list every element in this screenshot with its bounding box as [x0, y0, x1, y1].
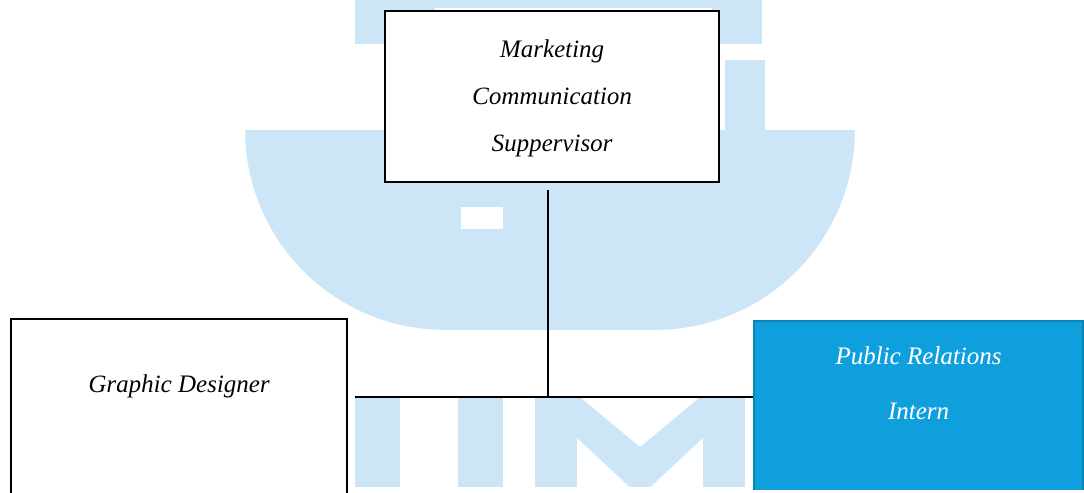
watermark-letter-u-right: [458, 398, 503, 487]
watermark-letter-u-left: [355, 398, 400, 487]
node-label-line: Marketing: [499, 36, 605, 63]
node-public-relations-intern: Public Relations Intern: [753, 320, 1084, 490]
connector-vertical: [547, 190, 549, 397]
node-marketing-communication-supervisor: Marketing Communication Suppervisor: [384, 10, 720, 183]
watermark-block-right: [725, 60, 765, 140]
node-label-line: Graphic Designer: [88, 371, 270, 398]
connector-horizontal: [355, 396, 755, 398]
node-label-line: Public Relations: [835, 343, 1002, 370]
node-label-line: Communication: [472, 83, 632, 110]
node-label-line: Suppervisor: [491, 130, 613, 157]
watermark-block-top-right: [712, 0, 762, 44]
node-graphic-designer: Graphic Designer: [10, 318, 348, 493]
watermark-letter-m: [535, 398, 745, 487]
watermark-bar-top: [385, 0, 715, 8]
watermark-square: [437, 183, 527, 253]
node-label-line: Intern: [887, 398, 950, 425]
